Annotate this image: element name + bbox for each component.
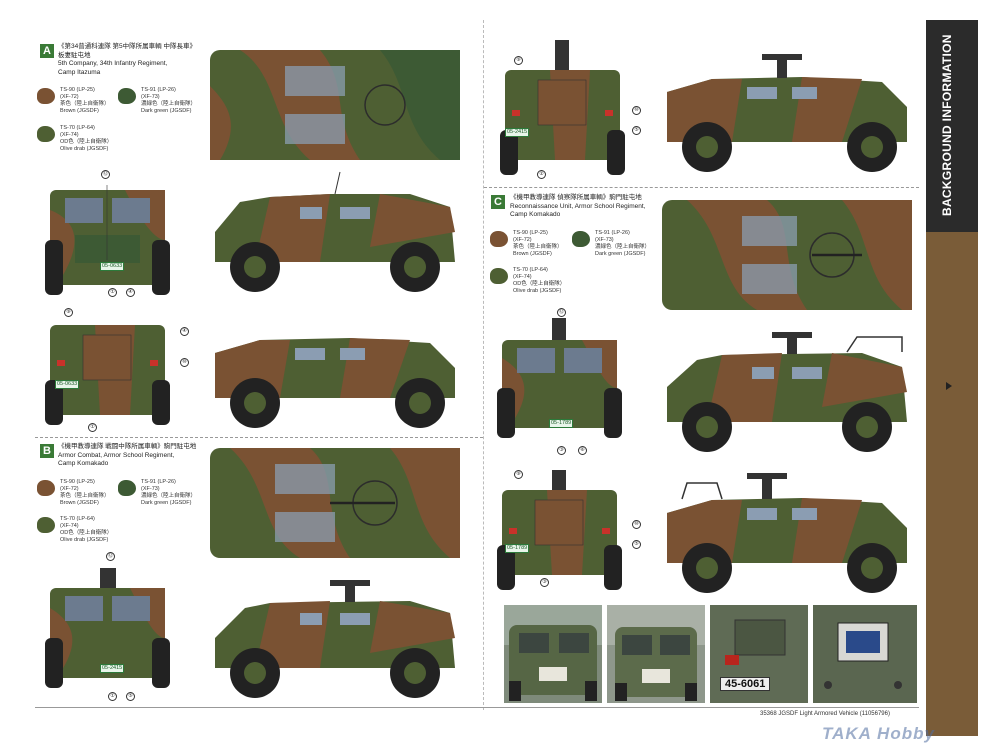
license-plate: 05-2415 bbox=[505, 128, 530, 137]
section-letter-a: A bbox=[40, 44, 54, 58]
license-plate: 05-1789 bbox=[549, 419, 574, 428]
callout-9: ⑨ bbox=[64, 308, 73, 317]
paint-dark-green-label: TS-91 (LP-26) (XF-73) 濃緑色（陸上自衛隊） Dark gr… bbox=[141, 479, 197, 506]
vehicle-photo-image bbox=[504, 605, 602, 701]
paint-olive-label: TS-70 (LP-64) (XF-74) OD色（陸上自衛隊） Olive d… bbox=[513, 267, 566, 294]
watermark: TAKA Hobby bbox=[822, 724, 935, 743]
side-tab-header bbox=[926, 20, 978, 232]
callout-4: ④ bbox=[126, 288, 135, 297]
paint-brown-label: TS-90 (LP-25) (XF-72) 茶色（陸上自衛隊） Brown (J… bbox=[60, 479, 110, 506]
paint-brown-swatch bbox=[37, 88, 55, 104]
license-plate: 05-2415 bbox=[100, 664, 125, 673]
callout-5: ⑤ bbox=[632, 126, 641, 135]
vehicle-side-view bbox=[215, 171, 455, 292]
callout-3: ③ bbox=[557, 446, 566, 455]
vehicle-front-view bbox=[497, 318, 622, 438]
paint-olive-swatch bbox=[37, 126, 55, 142]
reference-photo bbox=[813, 605, 917, 703]
callout-9: ⑨ bbox=[514, 56, 523, 65]
vehicle-rear-view bbox=[45, 325, 170, 425]
section-letter-c: C bbox=[491, 195, 505, 209]
footer-caption: 35368 JGSDF Light Armored Vehicle (11056… bbox=[760, 711, 890, 717]
vehicle-rear-view bbox=[500, 40, 625, 175]
divider bbox=[484, 187, 919, 188]
side-tab: BACKGROUND INFORMATION bbox=[926, 20, 978, 736]
callout-4: ④ bbox=[180, 327, 189, 336]
paint-dark-green-swatch bbox=[572, 231, 590, 247]
paint-olive-swatch bbox=[37, 517, 55, 533]
vehicle-photo-image bbox=[813, 605, 917, 703]
vehicle-top-view bbox=[210, 50, 460, 160]
callout-10: ⑩ bbox=[180, 358, 189, 367]
callout-10: ⑩ bbox=[632, 520, 641, 529]
callout-12: ⑫ bbox=[106, 552, 115, 561]
callout-3: ③ bbox=[540, 578, 549, 587]
section-c-title: 《機甲教導連隊 偵察隊所属車輌》駒門駐屯地 Reconnaissance Uni… bbox=[510, 194, 646, 218]
vehicle-front-view bbox=[45, 568, 170, 688]
reference-photo: 45-6061 bbox=[710, 605, 808, 703]
callout-2: ② bbox=[537, 170, 546, 179]
license-plate: 05-1789 bbox=[505, 544, 530, 553]
paint-brown-label: TS-90 (LP-25) (XF-72) 茶色（陸上自衛隊） Brown (J… bbox=[60, 87, 110, 114]
arrow-icon bbox=[946, 382, 952, 390]
vehicle-top-view bbox=[662, 200, 912, 310]
photo-plate: 45-6061 bbox=[720, 677, 771, 691]
vehicle-side-view bbox=[667, 54, 907, 172]
callout-10: ⑩ bbox=[632, 106, 641, 115]
callout-5: ⑤ bbox=[126, 692, 135, 701]
reference-photo bbox=[607, 605, 705, 703]
callout-1: ① bbox=[108, 692, 117, 701]
callout-12: ⑫ bbox=[101, 170, 110, 179]
side-tab-title: BACKGROUND INFORMATION bbox=[940, 34, 954, 216]
paint-olive-swatch bbox=[490, 268, 508, 284]
divider bbox=[35, 707, 919, 708]
paint-dark-green-label: TS-91 (LP-26) (XF-73) 濃緑色（陸上自衛隊） Dark gr… bbox=[595, 230, 651, 257]
paint-dark-green-swatch bbox=[118, 480, 136, 496]
vehicle-photo-image bbox=[607, 605, 705, 701]
callout-1: ① bbox=[88, 423, 97, 432]
paint-brown-swatch bbox=[37, 480, 55, 496]
vehicle-side-view bbox=[215, 338, 455, 428]
license-plate: 05-0633 bbox=[55, 380, 80, 389]
vehicle-side-view bbox=[215, 580, 455, 698]
paint-brown-swatch bbox=[490, 231, 508, 247]
callout-1: ① bbox=[108, 288, 117, 297]
vehicle-side-view bbox=[667, 473, 907, 593]
paint-brown-label: TS-90 (LP-25) (XF-72) 茶色（陸上自衛隊） Brown (J… bbox=[513, 230, 563, 257]
callout-6: ⑥ bbox=[578, 446, 587, 455]
vehicle-rear-view bbox=[497, 470, 622, 590]
divider bbox=[35, 437, 483, 438]
license-plate: 05-0633 bbox=[100, 262, 125, 271]
reference-photo bbox=[504, 605, 602, 703]
paint-olive-label: TS-70 (LP-64) (XF-74) OD色（陸上自衛隊） Olive d… bbox=[60, 516, 113, 543]
section-a-title: 《第34普通科連隊 第5中隊所属車輌 中隊長車》 板妻駐屯地 5th Compa… bbox=[58, 43, 196, 76]
callout-12: ⑫ bbox=[557, 308, 566, 317]
paint-olive-label: TS-70 (LP-64) (XF-74) OD色（陸上自衛隊） Olive d… bbox=[60, 125, 113, 152]
paint-dark-green-swatch bbox=[118, 88, 136, 104]
vehicle-top-view bbox=[210, 448, 460, 558]
section-b-title: 《機甲教導連隊 戦闘中隊所属車輌》駒門駐屯地 Armor Combat, Arm… bbox=[58, 443, 197, 467]
vehicle-front-view bbox=[45, 185, 170, 295]
vehicle-side-view bbox=[667, 332, 907, 452]
paint-dark-green-label: TS-91 (LP-26) (XF-73) 濃緑色（陸上自衛隊） Dark gr… bbox=[141, 87, 197, 114]
callout-5: ⑤ bbox=[632, 540, 641, 549]
callout-9: ⑨ bbox=[514, 470, 523, 479]
divider bbox=[483, 20, 484, 710]
section-letter-b: B bbox=[40, 444, 54, 458]
